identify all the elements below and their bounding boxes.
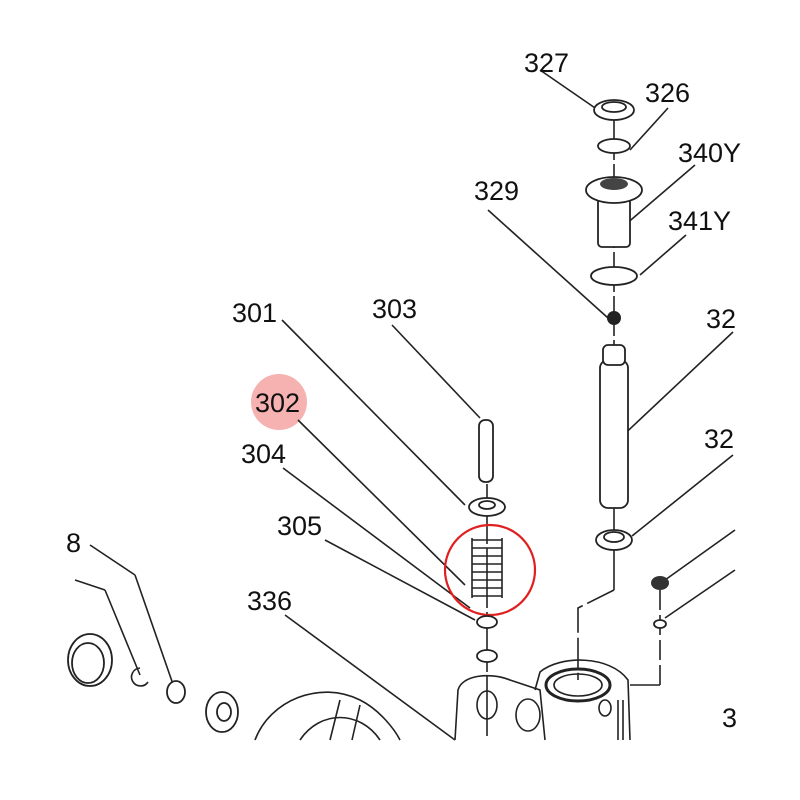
- part-329-ball: [607, 311, 621, 325]
- part-small-ring: [166, 680, 186, 704]
- part-301-washer: [468, 497, 506, 517]
- part-seal-ring: [595, 529, 633, 551]
- part-303-pin: [478, 419, 494, 483]
- callout-circle-302: [443, 523, 537, 617]
- label-301: 301: [232, 298, 277, 328]
- label-340Y: 340Y: [678, 138, 741, 168]
- part-plunger: [599, 344, 629, 509]
- label-32-lower: 32: [704, 424, 734, 454]
- label-329: 329: [474, 176, 519, 206]
- part-340Y-valve: [585, 176, 643, 248]
- label-327: 327: [524, 48, 569, 78]
- label-302: 302: [255, 388, 300, 418]
- part-341Y-oring: [590, 266, 638, 286]
- part-327-seal: [593, 99, 635, 121]
- label-326: 326: [645, 78, 690, 108]
- pump-body: [254, 659, 631, 741]
- leader-lines: [74, 69, 736, 741]
- label-3: 3: [722, 703, 737, 733]
- label-32-upper: 32: [706, 304, 736, 334]
- label-8: 8: [66, 528, 81, 558]
- part-302-spring: [471, 538, 503, 598]
- part-305-ring: [476, 615, 498, 629]
- part-clip: [130, 667, 149, 687]
- part-bushing: [205, 691, 239, 733]
- part-326-oring: [597, 138, 631, 154]
- label-303: 303: [372, 294, 417, 324]
- label-305: 305: [277, 511, 322, 541]
- label-341Y: 341Y: [668, 206, 731, 236]
- highlight-302: [251, 374, 307, 430]
- label-304: 304: [241, 439, 286, 469]
- part-8-cap: [67, 633, 113, 687]
- label-336: 336: [247, 586, 292, 616]
- part-screw: [651, 576, 669, 629]
- part-336-ring: [476, 649, 498, 663]
